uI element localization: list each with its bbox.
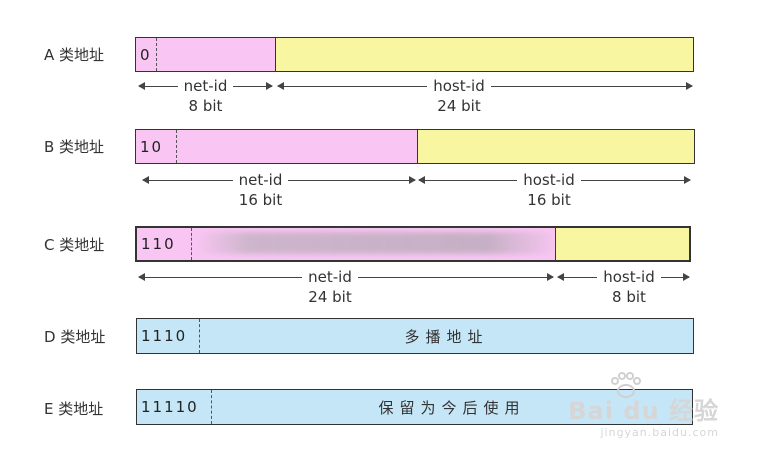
class-d-segment: 1110 多播地址: [137, 319, 693, 353]
class-d-bar: 1110 多播地址: [136, 318, 694, 354]
watermark-main: Bai du 经验: [568, 397, 719, 425]
watermark-sub: jingyan.baidu.com: [600, 426, 719, 439]
row-d-label: D 类地址: [44, 328, 106, 346]
row-a-label: A 类地址: [44, 46, 105, 64]
class-c-net-bits: 24 bit: [308, 288, 352, 306]
class-c-host-field: host-id 8 bit: [558, 267, 700, 307]
class-b-host-field: host-id 16 bit: [419, 170, 679, 210]
class-c-net-name: net-id: [302, 267, 358, 287]
class-b-prefix: 10: [136, 130, 177, 163]
class-b-bar: 10: [135, 129, 695, 164]
class-b-net-name: net-id: [232, 170, 289, 190]
class-a-host-bits: 24 bit: [437, 97, 481, 115]
class-d-prefix: 1110: [137, 319, 200, 353]
row-e-label: E 类地址: [44, 400, 104, 418]
class-b-net-bits: 16 bit: [238, 191, 283, 209]
class-a-net-field: net-id 8 bit: [139, 76, 272, 116]
class-b-host-bits: 16 bit: [527, 191, 571, 209]
class-e-text: 保留为今后使用: [378, 398, 526, 417]
class-c-prefix: 110: [137, 228, 192, 260]
class-e-bar: 11110 保留为今后使用: [136, 389, 693, 425]
class-b-host-name: host-id: [517, 170, 581, 190]
class-d-text: 多播地址: [404, 327, 489, 346]
class-e-segment: 11110 保留为今后使用: [137, 390, 692, 424]
row-c-label: C 类地址: [44, 236, 105, 254]
class-a-prefix: 0: [136, 38, 157, 71]
class-a-bar: 0: [135, 37, 694, 72]
class-b-net-segment: 10: [136, 130, 417, 163]
watermark: Bai du 经验 jingyan.baidu.com: [568, 391, 719, 439]
class-b-host-segment: [417, 130, 694, 163]
row-b-label: B 类地址: [44, 138, 105, 156]
class-c-host-bits: 8 bit: [612, 288, 646, 306]
class-c-host-segment: [555, 228, 689, 260]
class-a-net-bits: 8 bit: [188, 97, 223, 115]
class-c-net-field: net-id 24 bit: [139, 267, 521, 307]
class-a-net-name: net-id: [177, 76, 234, 96]
class-e-prefix: 11110: [137, 390, 212, 424]
paw-logo-icon: [611, 372, 641, 398]
class-a-host-segment: [275, 38, 693, 71]
class-c-host-name: host-id: [597, 267, 661, 287]
class-a-net-segment: 0: [136, 38, 275, 71]
class-a-host-name: host-id: [427, 76, 491, 96]
class-a-host-field: host-id 24 bit: [278, 76, 640, 116]
class-b-net-field: net-id 16 bit: [143, 170, 378, 210]
redacted-smudge: [195, 232, 560, 254]
